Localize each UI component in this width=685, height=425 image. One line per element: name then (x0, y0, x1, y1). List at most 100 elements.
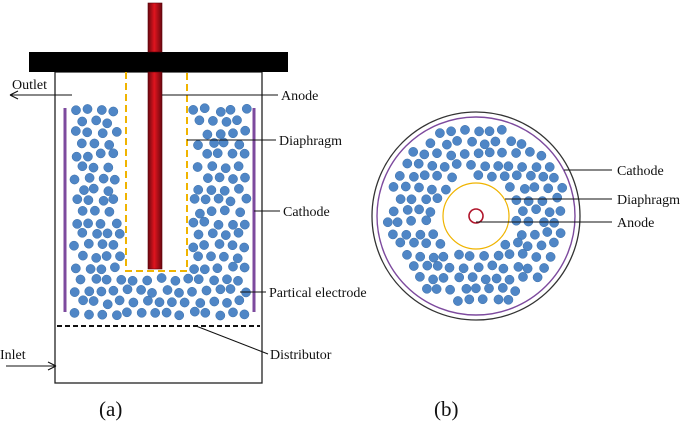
particle (428, 252, 439, 263)
particle (222, 274, 232, 285)
particle (200, 307, 211, 318)
particle (174, 287, 184, 298)
particle (415, 229, 426, 240)
outer-vessel-ring (371, 111, 581, 321)
particle (228, 174, 238, 184)
distributor-leader (195, 325, 269, 355)
inlet-label: Inlet (0, 348, 26, 363)
particle (432, 170, 442, 181)
particle (525, 147, 535, 157)
particle (413, 158, 424, 169)
particle (111, 127, 122, 137)
particle (232, 253, 243, 264)
particle (545, 252, 556, 262)
particle (206, 185, 217, 195)
particle (228, 219, 238, 230)
particle (538, 171, 549, 182)
particle (484, 147, 495, 158)
particle (471, 283, 481, 294)
particle (555, 206, 566, 216)
particle (215, 310, 226, 321)
particle (71, 151, 82, 162)
particle (422, 260, 433, 271)
particle (156, 273, 167, 283)
particle (409, 171, 419, 182)
particle (402, 249, 412, 260)
particle (72, 194, 83, 205)
particle (479, 139, 490, 150)
particle (487, 260, 498, 271)
particle (453, 296, 463, 306)
particle (421, 215, 432, 226)
particle (500, 239, 511, 250)
particle (425, 138, 436, 149)
particle (406, 215, 416, 226)
particle (522, 263, 533, 274)
particle (203, 173, 213, 183)
particle (464, 251, 475, 261)
particle (127, 275, 138, 286)
particle (78, 250, 88, 261)
particle (122, 307, 132, 318)
particle (115, 251, 125, 262)
particle (189, 306, 200, 317)
particle (474, 126, 484, 137)
particle (77, 161, 88, 172)
figure-a: Outlet Inlet Anode Diaphragm Cathode Par… (0, 2, 367, 421)
particle (102, 299, 113, 310)
particle (516, 139, 527, 149)
particle (201, 285, 212, 296)
particle (441, 184, 451, 195)
particle (446, 150, 457, 161)
particle (460, 125, 470, 135)
particle (511, 148, 521, 158)
particle (83, 218, 93, 229)
particle (150, 308, 161, 318)
particle (108, 240, 119, 250)
particle (103, 162, 114, 173)
particle (239, 219, 250, 230)
particle (221, 117, 232, 127)
particle (207, 161, 218, 171)
particle (421, 238, 432, 249)
particle (188, 242, 199, 253)
particle (83, 151, 93, 162)
cathode-label-a: Cathode (283, 205, 330, 220)
particle (92, 228, 102, 239)
particle (103, 186, 114, 196)
particle (484, 126, 495, 137)
particle (531, 252, 542, 262)
particle (212, 148, 223, 159)
particle (215, 107, 226, 117)
particle (96, 286, 107, 297)
particle (218, 137, 229, 148)
particle (421, 194, 432, 205)
cathode-ring (376, 116, 576, 316)
particle (493, 250, 504, 261)
particle (432, 261, 443, 271)
particle (402, 158, 413, 169)
particle (232, 115, 242, 126)
particle (215, 129, 226, 139)
particle (233, 275, 243, 286)
particle (213, 219, 224, 230)
particle (83, 238, 94, 249)
particle (202, 148, 213, 159)
particle (544, 162, 555, 172)
particle (114, 228, 125, 239)
particle (503, 294, 514, 305)
particle (199, 216, 210, 227)
particle (215, 284, 226, 295)
particle (69, 174, 80, 185)
particle (95, 148, 106, 159)
particle (228, 128, 238, 139)
particle (208, 116, 218, 126)
particle (154, 297, 165, 308)
particle (189, 264, 199, 274)
particle (454, 272, 465, 283)
particle (497, 147, 507, 158)
particle (195, 298, 206, 308)
particle (452, 136, 462, 146)
particle (212, 263, 223, 274)
particle (447, 172, 457, 183)
